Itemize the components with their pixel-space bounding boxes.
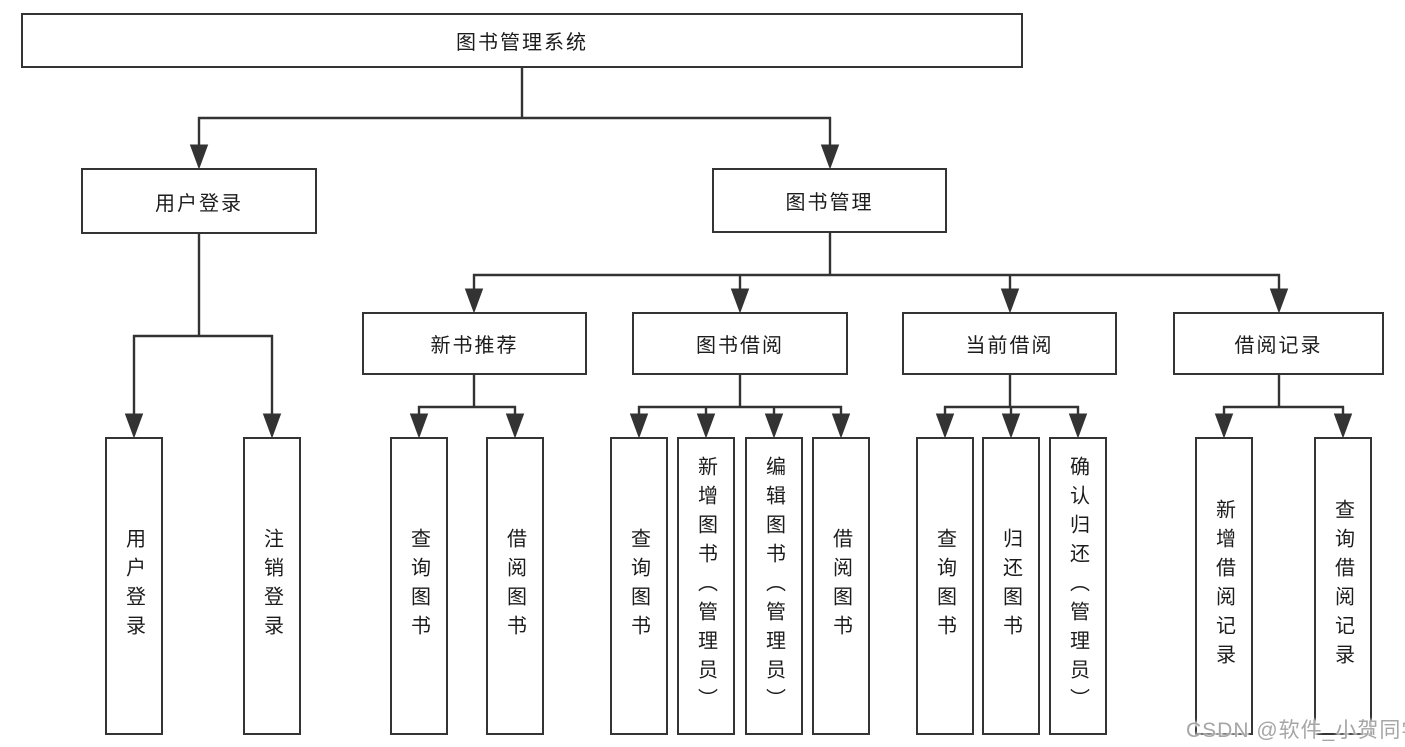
node-leaf-br-add-label: 新增借阅记录 [1212, 499, 1235, 673]
node-leaf-nb-query: 查询图书 [390, 437, 448, 735]
node-leaf-nb-borrow: 借阅图书 [486, 437, 544, 735]
node-current-borrow: 当前借阅 [902, 312, 1117, 375]
edge-new-book-rec-children [409, 375, 525, 439]
node-leaf-bb-query: 查询图书 [610, 437, 668, 735]
node-leaf-cb-confirm: 确认归还（管理员） [1049, 437, 1107, 735]
node-leaf-login: 用户登录 [105, 437, 163, 735]
node-book-mgmt-label: 图书管理 [785, 192, 874, 214]
node-leaf-bb-query-label: 查询图书 [627, 528, 650, 644]
node-root: 图书管理系统 [21, 13, 1023, 68]
node-leaf-cb-return: 归还图书 [982, 437, 1040, 735]
node-book-mgmt: 图书管理 [712, 168, 947, 233]
edge-borrow-records-children [1214, 375, 1353, 439]
node-user-login-label: 用户登录 [155, 192, 243, 215]
node-borrow-records-label: 借阅记录 [1234, 335, 1323, 357]
node-leaf-bb-borrow-label: 借阅图书 [829, 528, 852, 644]
edge-book-borrow-children [629, 375, 851, 439]
node-borrow-records: 借阅记录 [1173, 312, 1384, 375]
node-leaf-br-add: 新增借阅记录 [1195, 437, 1253, 735]
edge-root-children [189, 68, 840, 170]
node-new-book-rec-label: 新书推荐 [430, 335, 519, 357]
node-leaf-bb-edit: 编辑图书（管理员） [745, 437, 803, 735]
node-root-label: 图书管理系统 [456, 32, 588, 54]
node-new-book-rec: 新书推荐 [362, 312, 587, 375]
node-current-borrow-label: 当前借阅 [965, 335, 1054, 357]
watermark: CSDN @软件_小贺同学 [1186, 719, 1405, 742]
node-leaf-bb-edit-label: 编辑图书（管理员） [762, 455, 785, 717]
node-leaf-logout-label: 注销登录 [260, 528, 283, 644]
node-leaf-bb-add-label: 新增图书（管理员） [694, 455, 717, 717]
edge-user-login-children [124, 234, 282, 439]
node-leaf-nb-query-label: 查询图书 [407, 528, 430, 644]
node-book-borrow: 图书借阅 [632, 312, 848, 375]
node-book-borrow-label: 图书借阅 [696, 335, 784, 357]
node-leaf-cb-query-label: 查询图书 [933, 528, 956, 644]
edge-current-borrow-children [935, 375, 1088, 439]
node-leaf-br-query: 查询借阅记录 [1314, 437, 1372, 735]
node-leaf-bb-borrow: 借阅图书 [812, 437, 870, 735]
node-leaf-nb-borrow-label: 借阅图书 [503, 528, 526, 644]
node-leaf-cb-confirm-label: 确认归还（管理员） [1066, 455, 1089, 717]
node-leaf-br-query-label: 查询借阅记录 [1331, 499, 1354, 673]
node-leaf-login-label: 用户登录 [122, 528, 145, 644]
node-leaf-logout: 注销登录 [243, 437, 301, 735]
node-leaf-cb-query: 查询图书 [916, 437, 974, 735]
edge-book-mgmt-children [464, 233, 1289, 314]
node-leaf-cb-return-label: 归还图书 [999, 528, 1022, 644]
node-user-login: 用户登录 [81, 168, 317, 234]
node-leaf-bb-add: 新增图书（管理员） [677, 437, 735, 735]
